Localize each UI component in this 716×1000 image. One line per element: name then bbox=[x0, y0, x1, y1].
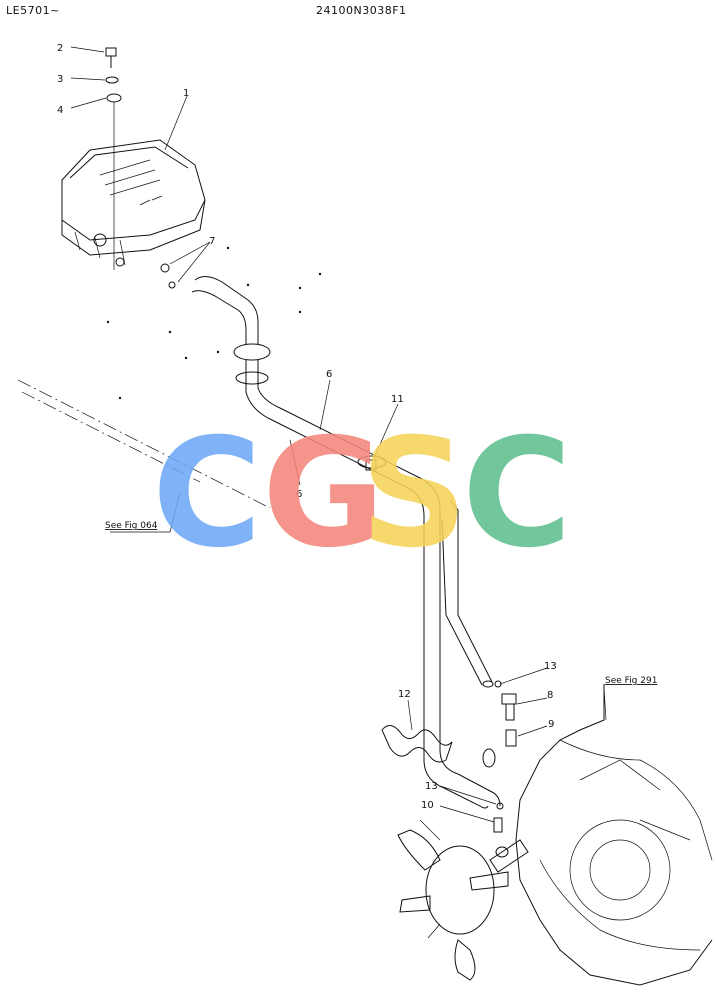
callout-2: 2 bbox=[57, 43, 63, 54]
callout-3: 3 bbox=[57, 74, 63, 85]
callout-8: 8 bbox=[547, 690, 553, 701]
callout-10: 10 bbox=[421, 800, 434, 811]
engine-outline bbox=[515, 684, 713, 986]
watermark-letter-s: S bbox=[360, 407, 468, 581]
watermark: C G S C bbox=[152, 407, 572, 581]
fittings bbox=[482, 680, 517, 858]
callout-6-lower: 6 bbox=[296, 489, 302, 500]
heat-shield-strip bbox=[381, 725, 453, 763]
frame-outline bbox=[17, 379, 271, 533]
hose-clamp bbox=[357, 455, 387, 471]
air-cleaner-assembly bbox=[61, 139, 206, 289]
callout-12: 12 bbox=[398, 689, 411, 700]
header-part-number: 24100N3038F1 bbox=[316, 4, 407, 17]
watermark-letter-c1: C bbox=[152, 407, 262, 581]
mounting-points bbox=[106, 246, 322, 400]
reference-fig-291[interactable]: See Fig 291 bbox=[605, 676, 657, 686]
reference-fig-064[interactable]: See Fig 064 bbox=[105, 521, 158, 531]
callout-6-upper: 6 bbox=[326, 369, 332, 380]
watermark-letter-c2: C bbox=[462, 407, 572, 581]
bolt-part bbox=[105, 47, 117, 68]
spacer-part bbox=[106, 93, 122, 103]
washer-part bbox=[105, 76, 119, 84]
callout-9: 9 bbox=[548, 719, 554, 730]
watermark-letter-g: G bbox=[262, 407, 385, 581]
callout-4: 4 bbox=[57, 105, 63, 116]
callout-1: 1 bbox=[183, 88, 189, 99]
callout-11: 11 bbox=[391, 394, 404, 405]
intake-pipe bbox=[191, 276, 501, 809]
header-left-code: LE5701~ bbox=[6, 4, 60, 17]
callout-7: 7 bbox=[209, 236, 215, 247]
cooling-fan bbox=[397, 819, 529, 981]
callout-13-upper: 13 bbox=[544, 661, 557, 672]
callout-13-lower: 13 bbox=[425, 781, 438, 792]
